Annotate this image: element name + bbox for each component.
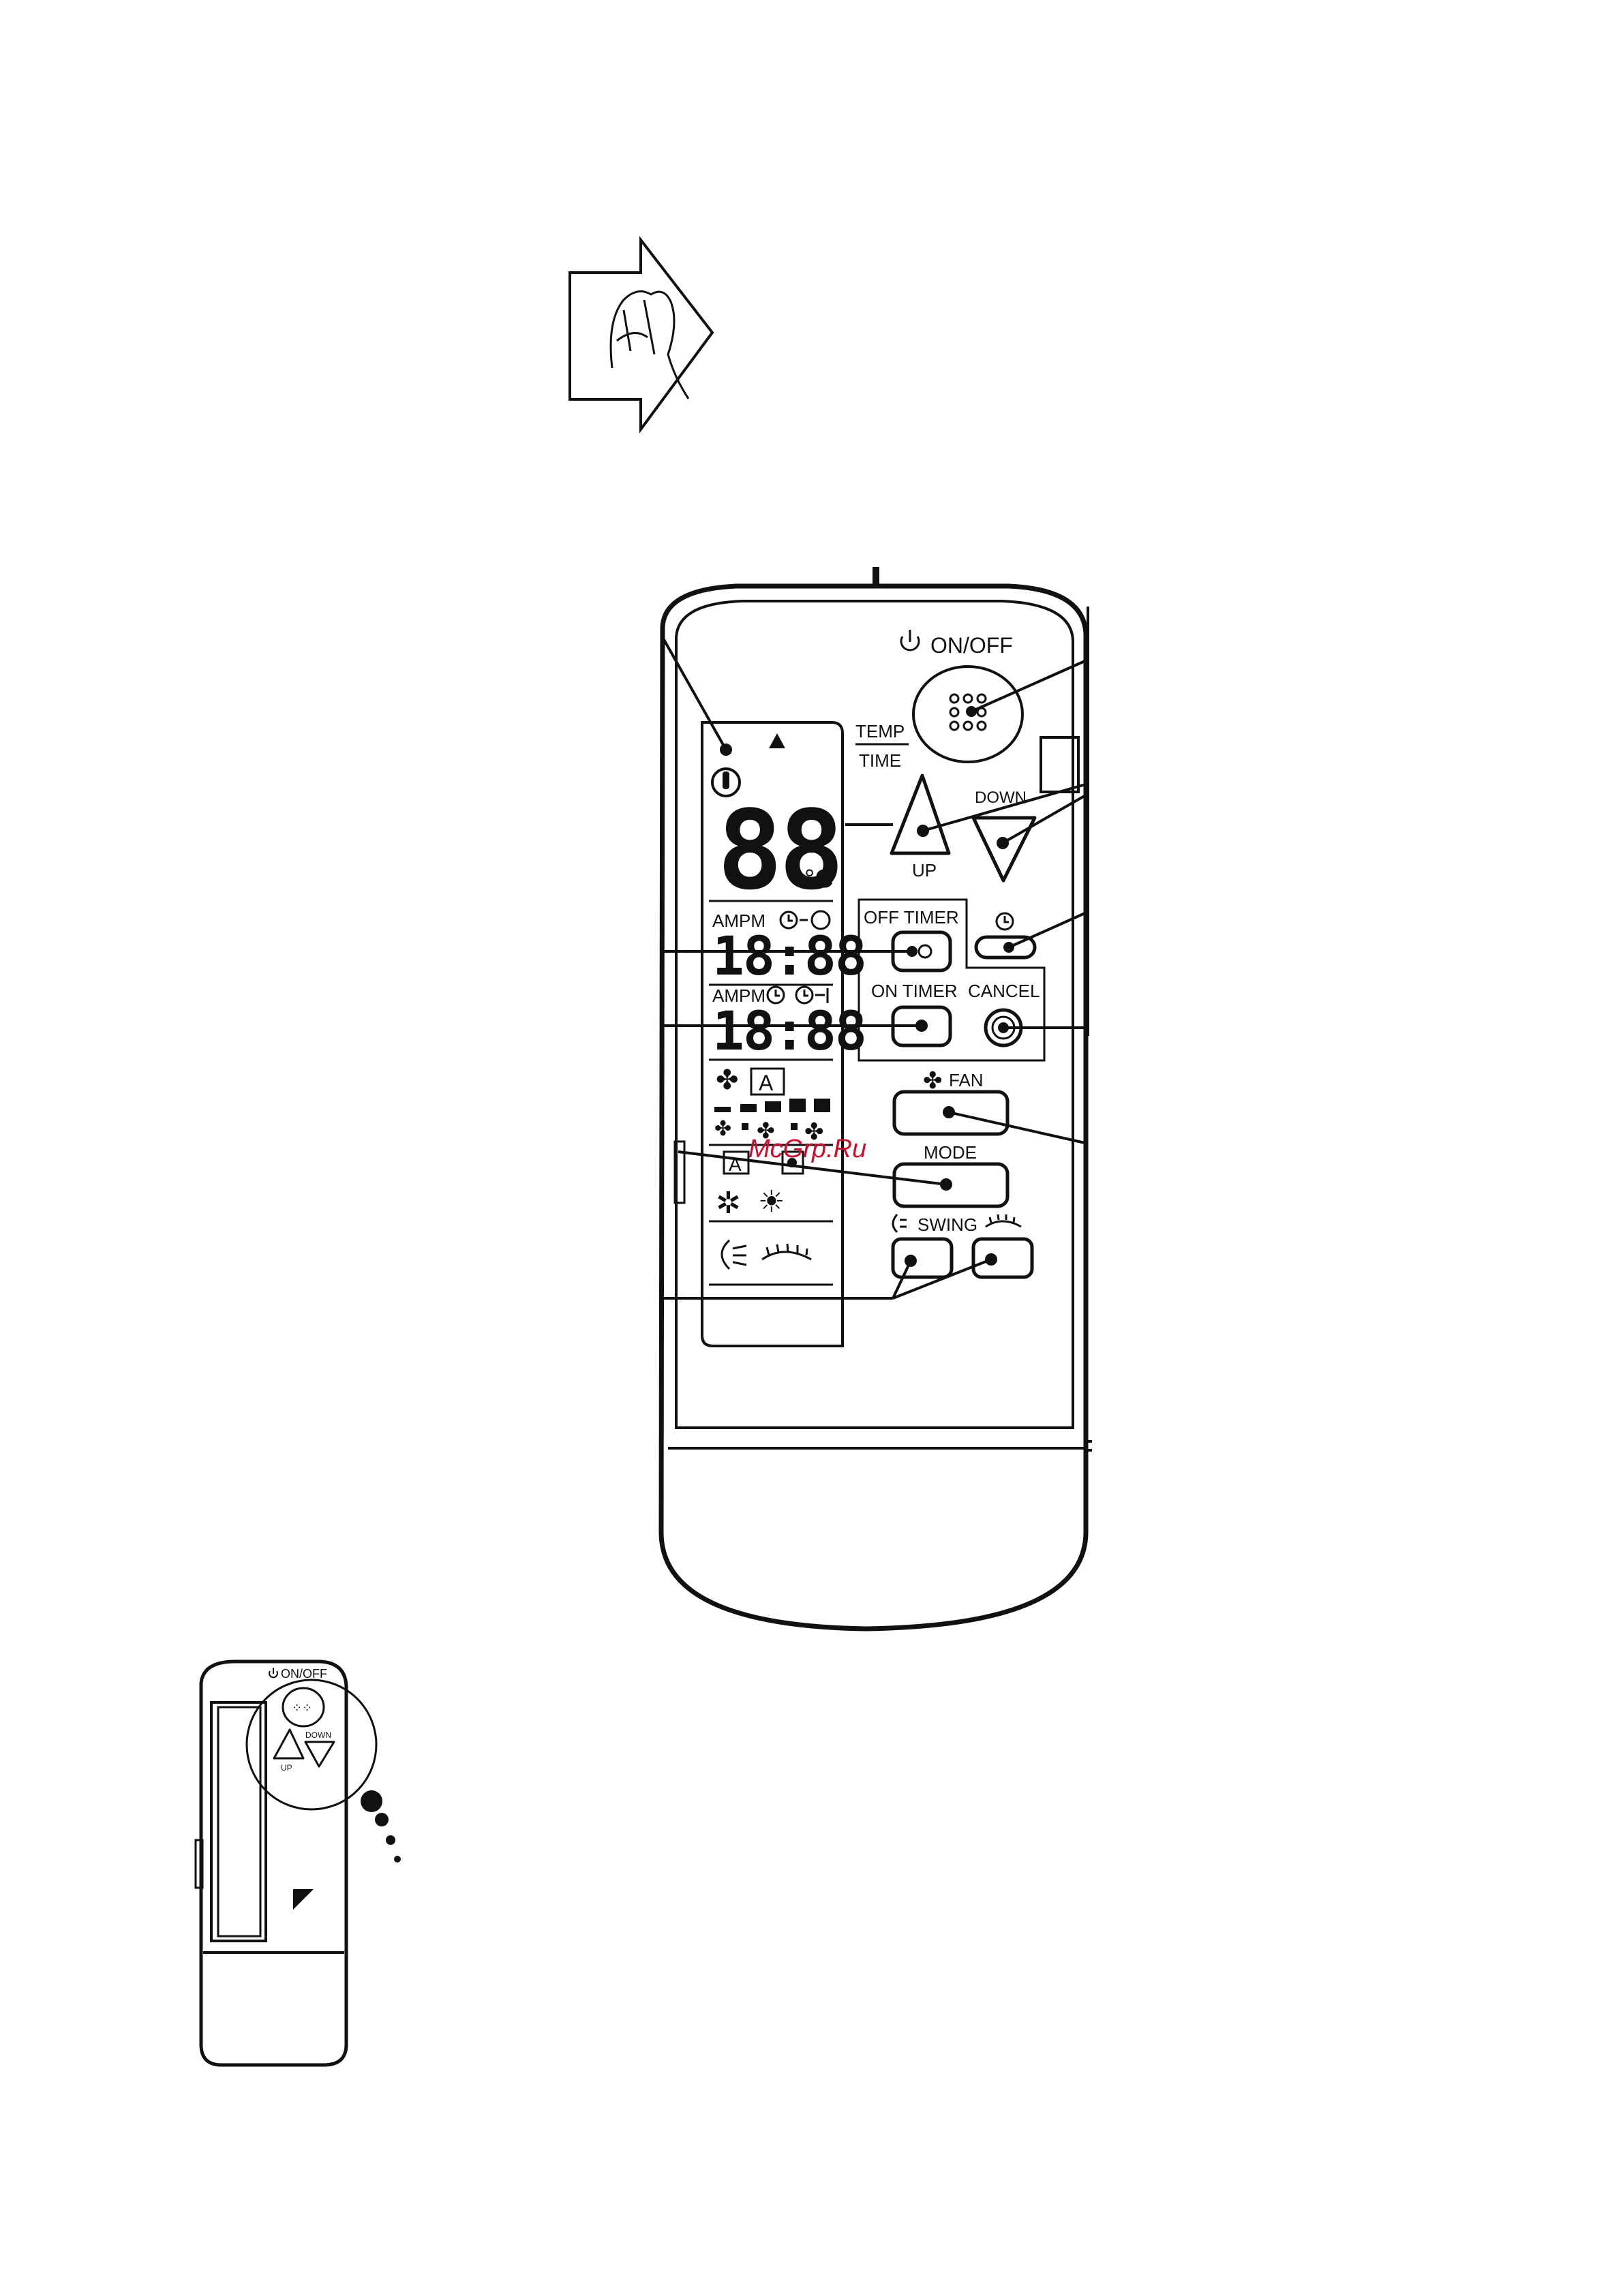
- small-onoff-group: ON/OFF: [269, 1667, 327, 1681]
- temperature-digits: 88: [717, 786, 840, 914]
- mode-label: MODE: [924, 1142, 977, 1163]
- off-timer-time: 18:88: [712, 926, 866, 988]
- fan-auto-badge: A: [759, 1071, 774, 1095]
- fan-speed-bars: [714, 1099, 830, 1112]
- vertical-swing-label-icon: [893, 1214, 907, 1232]
- lcd-display: 88 °C AMPM 18:88 AMPM 18:88 ✤ A ✤: [702, 722, 866, 1346]
- on-timer-label: ON TIMER: [871, 981, 958, 1001]
- up-label: UP: [912, 860, 937, 881]
- transmit-indicator-icon: [769, 733, 785, 748]
- horizontal-swing-indicator-icon: [762, 1244, 811, 1259]
- heat-mode-icon: ☀: [758, 1185, 785, 1219]
- onoff-label: ON/OFF: [930, 633, 1013, 658]
- swing-section: [722, 1240, 811, 1269]
- fan-low-icon: ✤: [714, 1118, 731, 1140]
- clock-button-icon: [997, 913, 1013, 930]
- small-power-icon: [269, 1668, 277, 1677]
- fan-label: FAN: [949, 1070, 984, 1090]
- small-remote: [196, 1662, 376, 2065]
- insert-battery-illustration: [570, 240, 712, 429]
- horizontal-swing-label-icon: [986, 1214, 1021, 1227]
- onoff-button[interactable]: [913, 667, 1022, 762]
- time-label: TIME: [859, 750, 901, 771]
- svg-text:⁘⁘: ⁘⁘: [292, 1701, 312, 1715]
- up-button[interactable]: [892, 776, 949, 853]
- small-down-label: DOWN: [305, 1730, 331, 1740]
- brand-logo-icon: [293, 1889, 314, 1910]
- on-timer-time: 18:88: [712, 1001, 866, 1062]
- power-icon: [901, 630, 919, 650]
- small-up-label: UP: [281, 1763, 292, 1773]
- vertical-swing-button[interactable]: [893, 1239, 952, 1277]
- fan-button-icon: ✤: [923, 1068, 943, 1094]
- cool-mode-icon: ✲: [716, 1187, 741, 1220]
- cancel-label: CANCEL: [968, 981, 1040, 1001]
- signal-dots: [361, 1790, 401, 1863]
- onoff-group: ON/OFF: [901, 630, 1013, 658]
- small-onoff-button: ⁘⁘: [283, 1688, 324, 1726]
- down-button[interactable]: [973, 818, 1035, 881]
- temp-label: TEMP: [855, 721, 905, 741]
- off-timer-label: OFF TIMER: [864, 907, 959, 928]
- swing-label: SWING: [917, 1214, 977, 1235]
- horizontal-swing-button[interactable]: [973, 1239, 1032, 1277]
- mode-button[interactable]: [894, 1164, 1007, 1206]
- fan-indicator-icon: ✤: [716, 1065, 739, 1095]
- small-up-button: [274, 1730, 303, 1758]
- fan-speed-section: ✤ A ✤ ✤ ✤: [714, 1065, 830, 1145]
- small-down-button: [305, 1742, 334, 1766]
- vertical-swing-indicator-icon: [722, 1240, 746, 1269]
- watermark: McGrp.Ru: [748, 1135, 866, 1163]
- small-onoff-label: ON/OFF: [281, 1667, 327, 1681]
- temperature-unit: °C: [804, 865, 834, 893]
